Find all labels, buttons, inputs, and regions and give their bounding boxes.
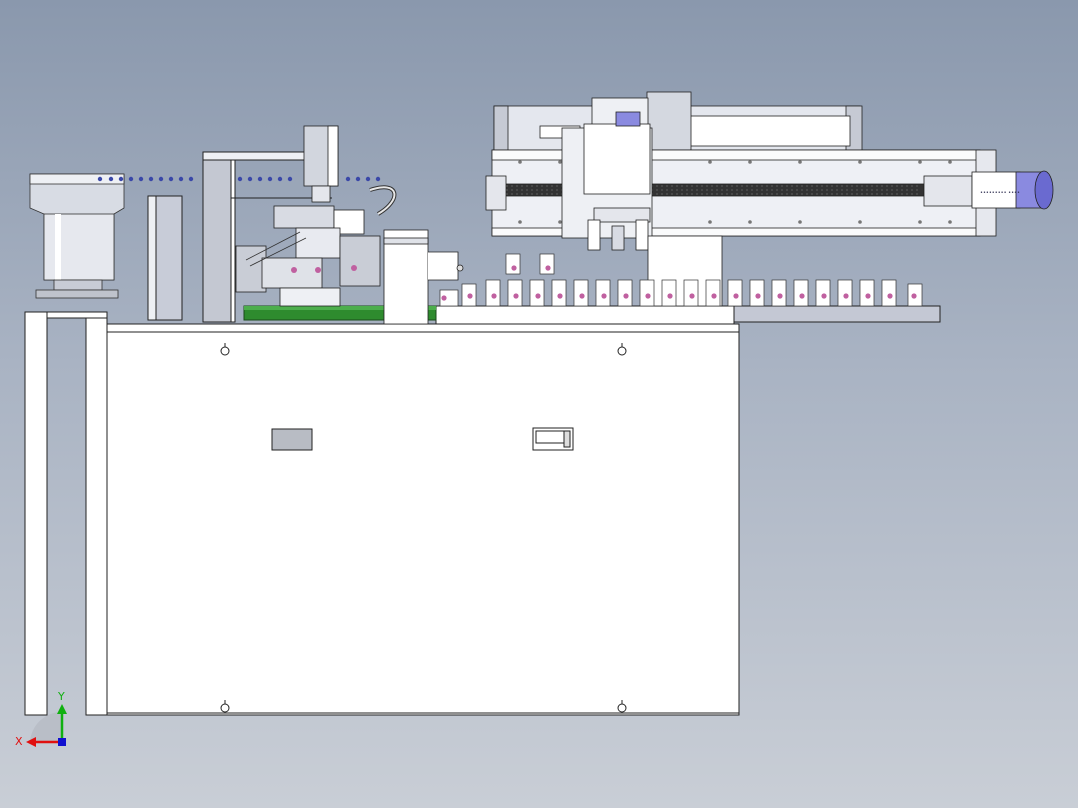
x-axis-label: X bbox=[15, 735, 23, 748]
feed-track-parts bbox=[97, 176, 381, 182]
z-axis-marker bbox=[58, 738, 66, 746]
keyhole-hanger bbox=[220, 343, 627, 713]
rail-bolts bbox=[518, 160, 952, 224]
left-frame bbox=[24, 311, 108, 716]
feeder-frame bbox=[147, 151, 338, 323]
y-axis-label: Y bbox=[57, 690, 65, 703]
conveyor-parts bbox=[441, 265, 917, 301]
coordinate-triad[interactable]: X Y bbox=[15, 690, 67, 748]
switch-box bbox=[532, 427, 574, 451]
panel-cutout bbox=[271, 428, 313, 451]
servo-motor: ••••••••• •••• bbox=[980, 170, 1054, 210]
bowl-feeder bbox=[29, 173, 125, 299]
part-fixtures bbox=[439, 253, 923, 307]
press-mechanism bbox=[235, 125, 464, 325]
motor-label: ••••••••• •••• bbox=[980, 190, 1020, 196]
press-parts bbox=[291, 265, 357, 273]
main-cabinet bbox=[106, 323, 740, 716]
ballscrew-thread bbox=[506, 185, 920, 195]
